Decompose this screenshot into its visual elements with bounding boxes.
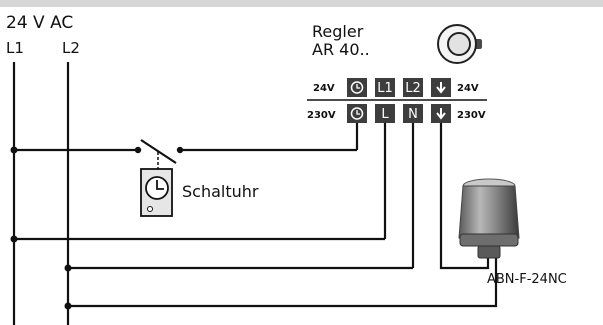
- actuator-device-icon: [458, 178, 520, 259]
- controller-name-line2: AR 40..: [312, 40, 370, 59]
- timer-switch-circuit: [14, 123, 359, 172]
- terminal-row2-l-label: L: [381, 107, 389, 122]
- actuator-label: ABN-F-24NC: [487, 272, 567, 287]
- timer-device-icon: [140, 168, 173, 217]
- terminal-row2-arrow: [431, 104, 451, 123]
- terminal-row2-clock: [347, 104, 367, 123]
- terminal-row2-n: N: [403, 104, 423, 123]
- terminal-row2-l: L: [375, 104, 395, 123]
- wire-l2-to-actuator: [68, 258, 498, 308]
- line1-label: L1: [6, 39, 24, 57]
- controller-dial-icon: [437, 24, 482, 64]
- terminal-row1-right-label: 24V: [457, 83, 479, 94]
- terminal-row1-l1: L1: [375, 78, 395, 97]
- line2-label: L2: [62, 39, 80, 57]
- terminal-row1-l2: L2: [403, 78, 423, 97]
- terminal-row2-right-label: 230V: [457, 110, 486, 121]
- terminal-row2-n-label: N: [408, 107, 418, 122]
- wire-actuator-out: [439, 123, 490, 270]
- terminal-row2-left-label: 230V: [307, 110, 336, 121]
- junction-dot: [64, 264, 72, 272]
- terminal-row1-clock: [347, 78, 367, 97]
- terminal-row1-l1-label: L1: [377, 81, 393, 96]
- junction-dot: [10, 235, 18, 243]
- junction-dot: [64, 302, 72, 310]
- header-bar: [0, 0, 603, 7]
- terminal-row1-left-label: 24V: [313, 83, 335, 94]
- controller-name-line1: Regler: [312, 22, 364, 41]
- supply-voltage-label: 24 V AC: [6, 13, 73, 33]
- terminal-row1-arrow: [431, 78, 451, 97]
- junction-dot: [10, 146, 18, 154]
- terminal-row1-l2-label: L2: [405, 81, 421, 96]
- timer-label: Schaltuhr: [182, 182, 259, 201]
